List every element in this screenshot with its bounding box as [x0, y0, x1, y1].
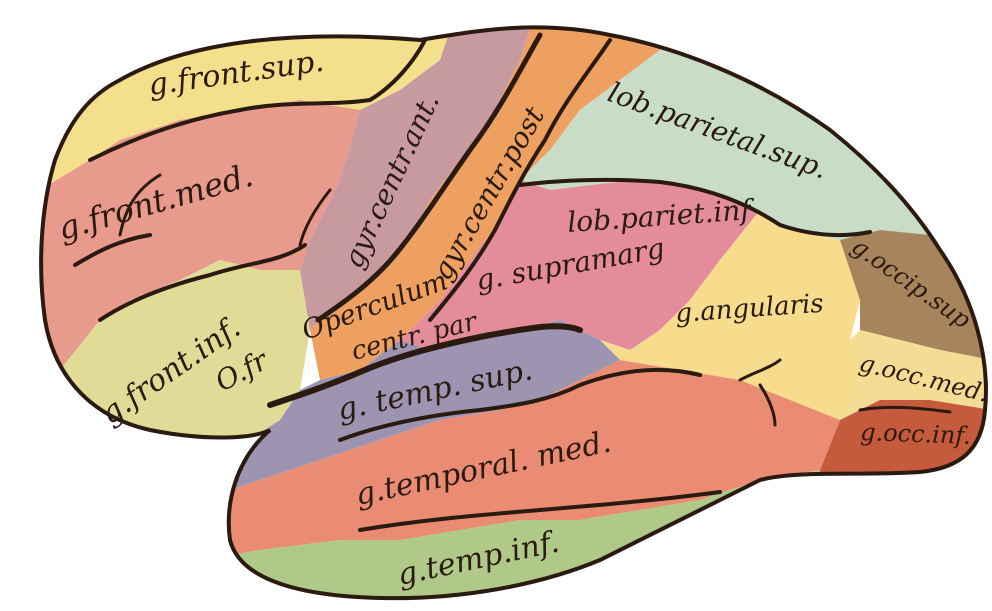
label-occ-inf: g.occ.inf.: [860, 418, 972, 450]
